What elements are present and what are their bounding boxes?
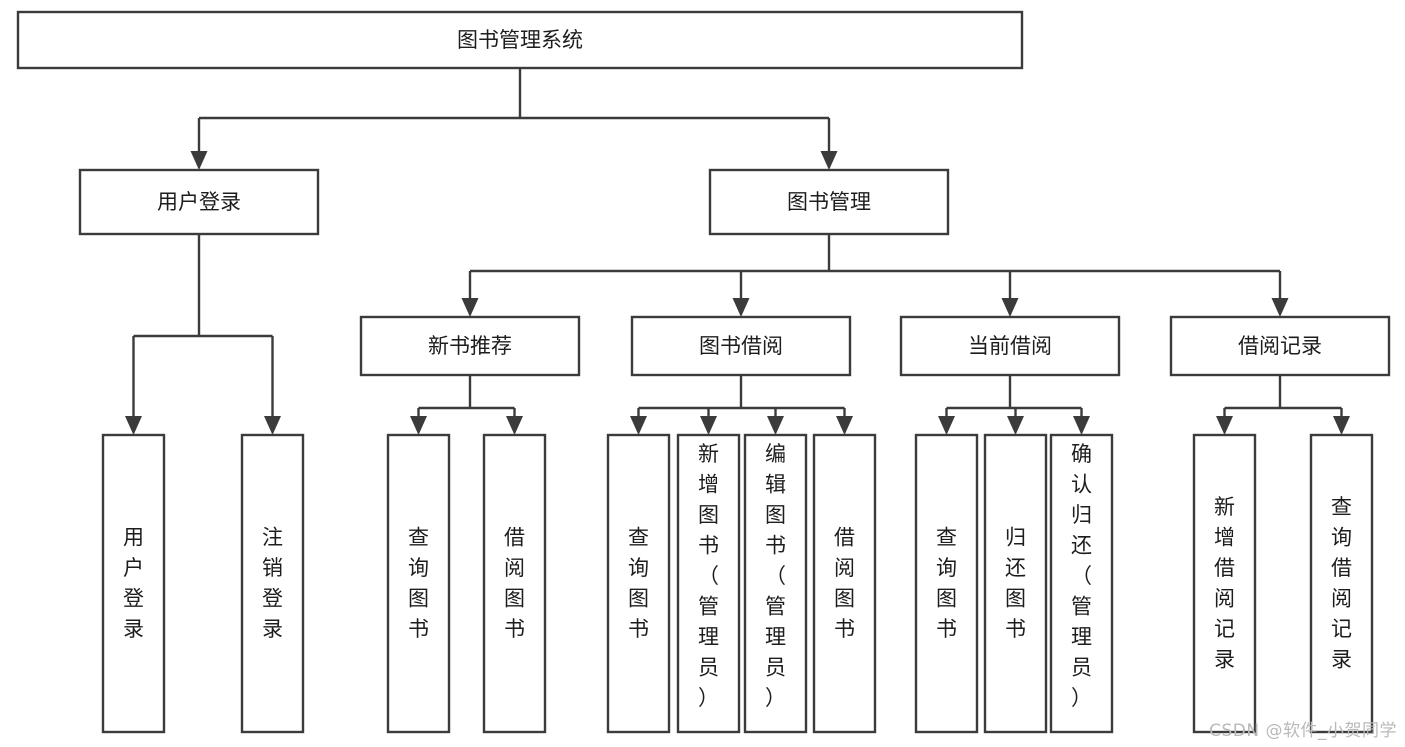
arrow-head-icon bbox=[264, 416, 281, 435]
node-root[interactable]: 图书管理系统 bbox=[16, 10, 1024, 70]
arrow-head-icon bbox=[630, 416, 647, 435]
arrow-head-icon bbox=[767, 416, 784, 435]
node-leaf-leaf-edit-book[interactable]: 编辑图书（管理员） bbox=[743, 433, 808, 734]
arrow-head-icon bbox=[836, 416, 853, 435]
node-leaf-leaf-add-record[interactable]: 新增借阅记录 bbox=[1192, 433, 1257, 734]
arrow-head-icon bbox=[190, 151, 208, 170]
node-box[interactable] bbox=[1049, 433, 1114, 734]
node-label: 查询借阅记录 bbox=[1331, 495, 1352, 672]
node-leaf-leaf-query-book-borrow[interactable]: 查询图书 bbox=[606, 433, 671, 734]
arrow-head-icon bbox=[461, 298, 479, 317]
node-leaf-leaf-user-login[interactable]: 用户登录 bbox=[101, 433, 166, 734]
node-label: 借阅图书 bbox=[834, 526, 855, 642]
node-leaf-leaf-borrow-book-rec[interactable]: 借阅图书 bbox=[482, 433, 547, 734]
node-label: 用户登录 bbox=[123, 526, 144, 642]
node-leaf-leaf-confirm-return[interactable]: 确认归还（管理员） bbox=[1049, 433, 1114, 734]
node-box[interactable] bbox=[482, 433, 547, 734]
arrow-head-icon bbox=[1271, 298, 1289, 317]
node-leaf-leaf-query-record[interactable]: 查询借阅记录 bbox=[1309, 433, 1374, 734]
node-label: 图书借阅 bbox=[699, 334, 783, 358]
node-leaf-leaf-return-book[interactable]: 归还图书 bbox=[983, 433, 1048, 734]
edge-layer bbox=[125, 68, 1350, 435]
node-box[interactable] bbox=[16, 10, 1024, 70]
node-label: 注销登录 bbox=[262, 526, 283, 642]
node-leaf-leaf-add-book[interactable]: 新增图书（管理员） bbox=[676, 433, 741, 734]
node-box[interactable] bbox=[1309, 433, 1374, 734]
node-level2-new-book-recommend[interactable]: 新书推荐 bbox=[359, 315, 581, 377]
node-box[interactable] bbox=[630, 315, 852, 377]
node-label: 用户登录 bbox=[157, 190, 241, 214]
node-label: 查询图书 bbox=[628, 526, 649, 642]
arrow-head-icon bbox=[410, 416, 427, 435]
node-leaf-leaf-borrow-book[interactable]: 借阅图书 bbox=[812, 433, 877, 734]
node-level1-book-manage[interactable]: 图书管理 bbox=[708, 168, 950, 236]
arrow-head-icon bbox=[938, 416, 955, 435]
node-leaf-leaf-query-book-rec[interactable]: 查询图书 bbox=[386, 433, 451, 734]
node-level1-user-login[interactable]: 用户登录 bbox=[78, 168, 320, 236]
node-box[interactable] bbox=[1169, 315, 1391, 377]
node-label: 编辑图书（管理员） bbox=[765, 442, 786, 710]
node-label: 新增借阅记录 bbox=[1214, 495, 1235, 672]
node-label: 查询图书 bbox=[408, 526, 429, 642]
node-box[interactable] bbox=[78, 168, 320, 236]
node-box[interactable] bbox=[101, 433, 166, 734]
arrow-head-icon bbox=[700, 416, 717, 435]
node-label: 确认归还（管理员） bbox=[1071, 442, 1092, 710]
node-box[interactable] bbox=[1192, 433, 1257, 734]
node-box[interactable] bbox=[676, 433, 741, 734]
watermark-label: CSDN @软件_小贺同学 bbox=[1209, 721, 1397, 741]
node-label: 借阅记录 bbox=[1238, 334, 1322, 358]
node-box[interactable] bbox=[606, 433, 671, 734]
node-layer: 图书管理系统用户登录图书管理新书推荐图书借阅当前借阅借阅记录用户登录注销登录查询… bbox=[16, 10, 1391, 734]
arrow-head-icon bbox=[506, 416, 523, 435]
node-label: 当前借阅 bbox=[968, 334, 1052, 358]
node-box[interactable] bbox=[240, 433, 305, 734]
node-leaf-leaf-user-logout[interactable]: 注销登录 bbox=[240, 433, 305, 734]
node-level2-book-borrow[interactable]: 图书借阅 bbox=[630, 315, 852, 377]
node-box[interactable] bbox=[743, 433, 808, 734]
arrow-head-icon bbox=[732, 298, 750, 317]
arrow-head-icon bbox=[1333, 416, 1350, 435]
node-box[interactable] bbox=[899, 315, 1121, 377]
node-box[interactable] bbox=[708, 168, 950, 236]
arrow-head-icon bbox=[1007, 416, 1024, 435]
node-leaf-leaf-query-book-cur[interactable]: 查询图书 bbox=[914, 433, 979, 734]
node-label: 借阅图书 bbox=[504, 526, 525, 642]
arrow-head-icon bbox=[820, 151, 838, 170]
node-box[interactable] bbox=[359, 315, 581, 377]
node-label: 图书管理系统 bbox=[457, 28, 583, 52]
node-level2-borrow-record[interactable]: 借阅记录 bbox=[1169, 315, 1391, 377]
node-box[interactable] bbox=[812, 433, 877, 734]
arrow-head-icon bbox=[1073, 416, 1090, 435]
arrow-head-icon bbox=[1001, 298, 1019, 317]
node-label: 归还图书 bbox=[1005, 526, 1026, 642]
node-label: 新增图书（管理员） bbox=[698, 442, 719, 710]
node-label: 图书管理 bbox=[787, 190, 871, 214]
node-label: 查询图书 bbox=[936, 526, 957, 642]
arrow-head-icon bbox=[125, 416, 142, 435]
arrow-head-icon bbox=[1216, 416, 1233, 435]
node-label: 新书推荐 bbox=[428, 334, 512, 358]
node-box[interactable] bbox=[386, 433, 451, 734]
node-box[interactable] bbox=[983, 433, 1048, 734]
node-level2-current-borrow[interactable]: 当前借阅 bbox=[899, 315, 1121, 377]
node-box[interactable] bbox=[914, 433, 979, 734]
